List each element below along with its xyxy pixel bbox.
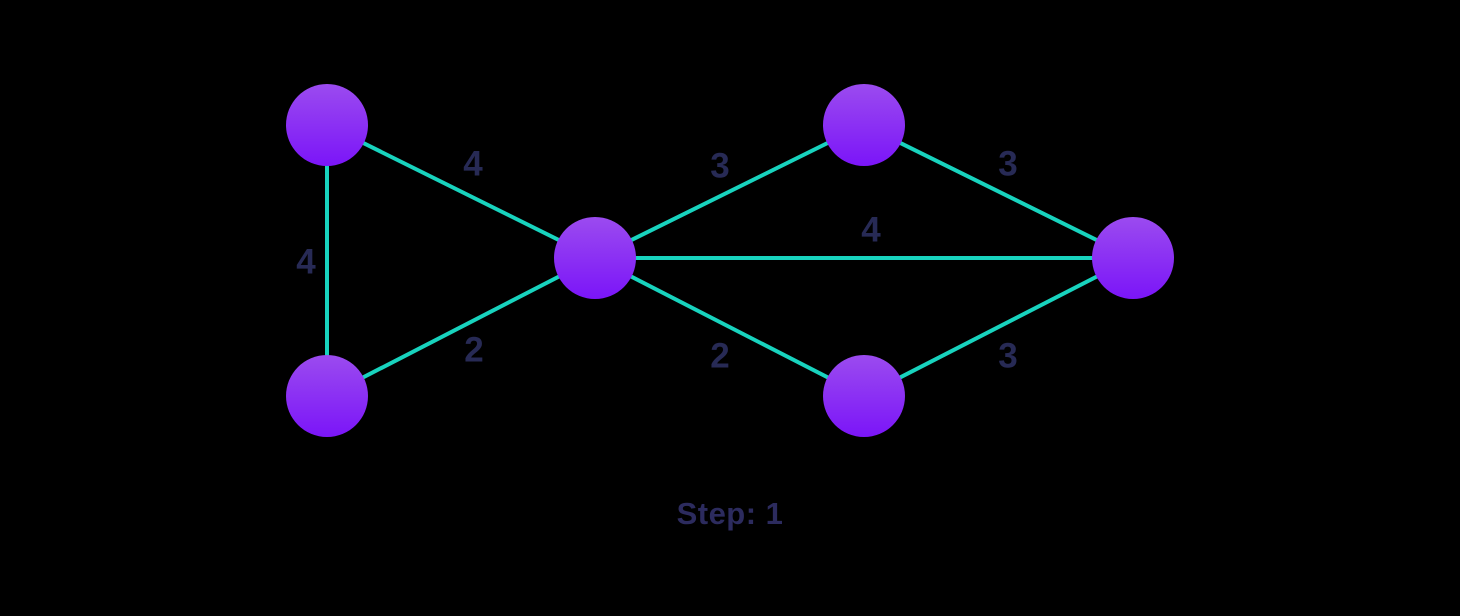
nodes-layer	[286, 84, 1174, 437]
graph-node-center	[554, 217, 636, 299]
graph-node-top-left	[286, 84, 368, 166]
graph-edge-top-left-center	[326, 123, 596, 260]
graph-edge-center-bottom-right	[594, 256, 865, 398]
graph-edge-center-top-right	[594, 123, 865, 260]
graph-edge-top-right-right	[863, 123, 1134, 260]
graph-node-top-right	[823, 84, 905, 166]
step-indicator: Step: 1	[676, 496, 784, 531]
graph-node-bottom-right	[823, 355, 905, 437]
edge-weight-label-bottom-right-right: 3	[998, 337, 1017, 376]
edges-layer	[325, 123, 1134, 398]
edge-weight-label-top-left-bottom-left: 4	[296, 243, 316, 282]
graph-edge-bottom-right-right	[863, 256, 1134, 398]
edge-weight-label-bottom-left-center: 2	[464, 331, 483, 370]
edge-weight-label-center-right: 4	[861, 211, 881, 250]
graph-edge-bottom-left-center	[326, 256, 596, 398]
graph-node-right	[1092, 217, 1174, 299]
edge-labels-layer: 4 4 2 3 4 2 3 3	[296, 145, 1017, 376]
graph-node-bottom-left	[286, 355, 368, 437]
edge-weight-label-top-right-right: 3	[998, 145, 1017, 184]
edge-weight-label-center-top-right: 3	[710, 147, 729, 186]
edge-weight-label-center-bottom-right: 2	[710, 337, 729, 376]
edge-weight-label-top-left-center: 4	[463, 145, 483, 184]
